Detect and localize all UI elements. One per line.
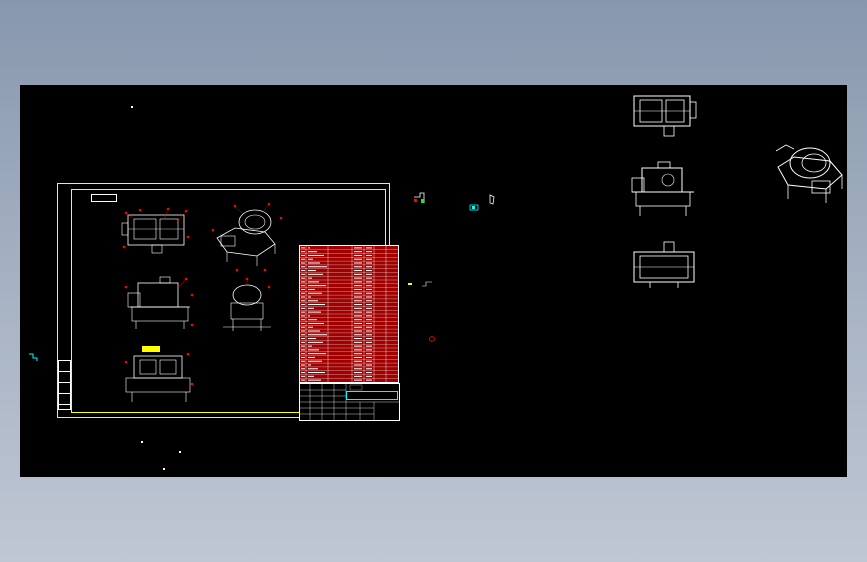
stray-point	[131, 106, 133, 108]
loose-isometric-view	[775, 144, 843, 203]
revision-strip	[58, 360, 71, 410]
drawing-sheet-border	[71, 189, 400, 421]
stray-point	[163, 468, 165, 470]
stray-point	[141, 441, 143, 443]
sheet-label	[91, 194, 117, 202]
bom-grid	[300, 246, 398, 382]
stray-entity-1	[414, 192, 425, 203]
side-view-drawing	[223, 277, 271, 331]
stray-entity-5	[429, 336, 435, 342]
drawing-sheet-frame[interactable]	[57, 183, 400, 421]
section-view-drawing	[124, 346, 194, 402]
bill-of-materials-table	[299, 245, 399, 383]
loose-front-view	[631, 161, 694, 216]
cad-model-space[interactable]	[20, 85, 847, 477]
revision-cell	[59, 361, 70, 372]
title-block-scale	[374, 412, 398, 419]
isometric-view-drawing	[211, 202, 283, 272]
stray-point	[179, 451, 181, 453]
loose-rear-view	[633, 241, 695, 288]
stray-entity-3	[489, 194, 495, 205]
title-block	[299, 383, 400, 421]
revision-cell	[59, 394, 70, 405]
front-view-drawing	[124, 276, 194, 329]
loose-top-view	[633, 95, 697, 137]
title-block-name	[346, 391, 398, 400]
title-block-code	[374, 402, 398, 410]
revision-cell	[59, 383, 70, 394]
title-block-grid	[300, 384, 399, 420]
top-view-drawing	[121, 207, 190, 254]
revision-cell	[59, 372, 70, 383]
stray-symbol	[29, 353, 38, 361]
stray-entity-2	[469, 204, 479, 211]
stray-entity-4	[408, 281, 432, 287]
